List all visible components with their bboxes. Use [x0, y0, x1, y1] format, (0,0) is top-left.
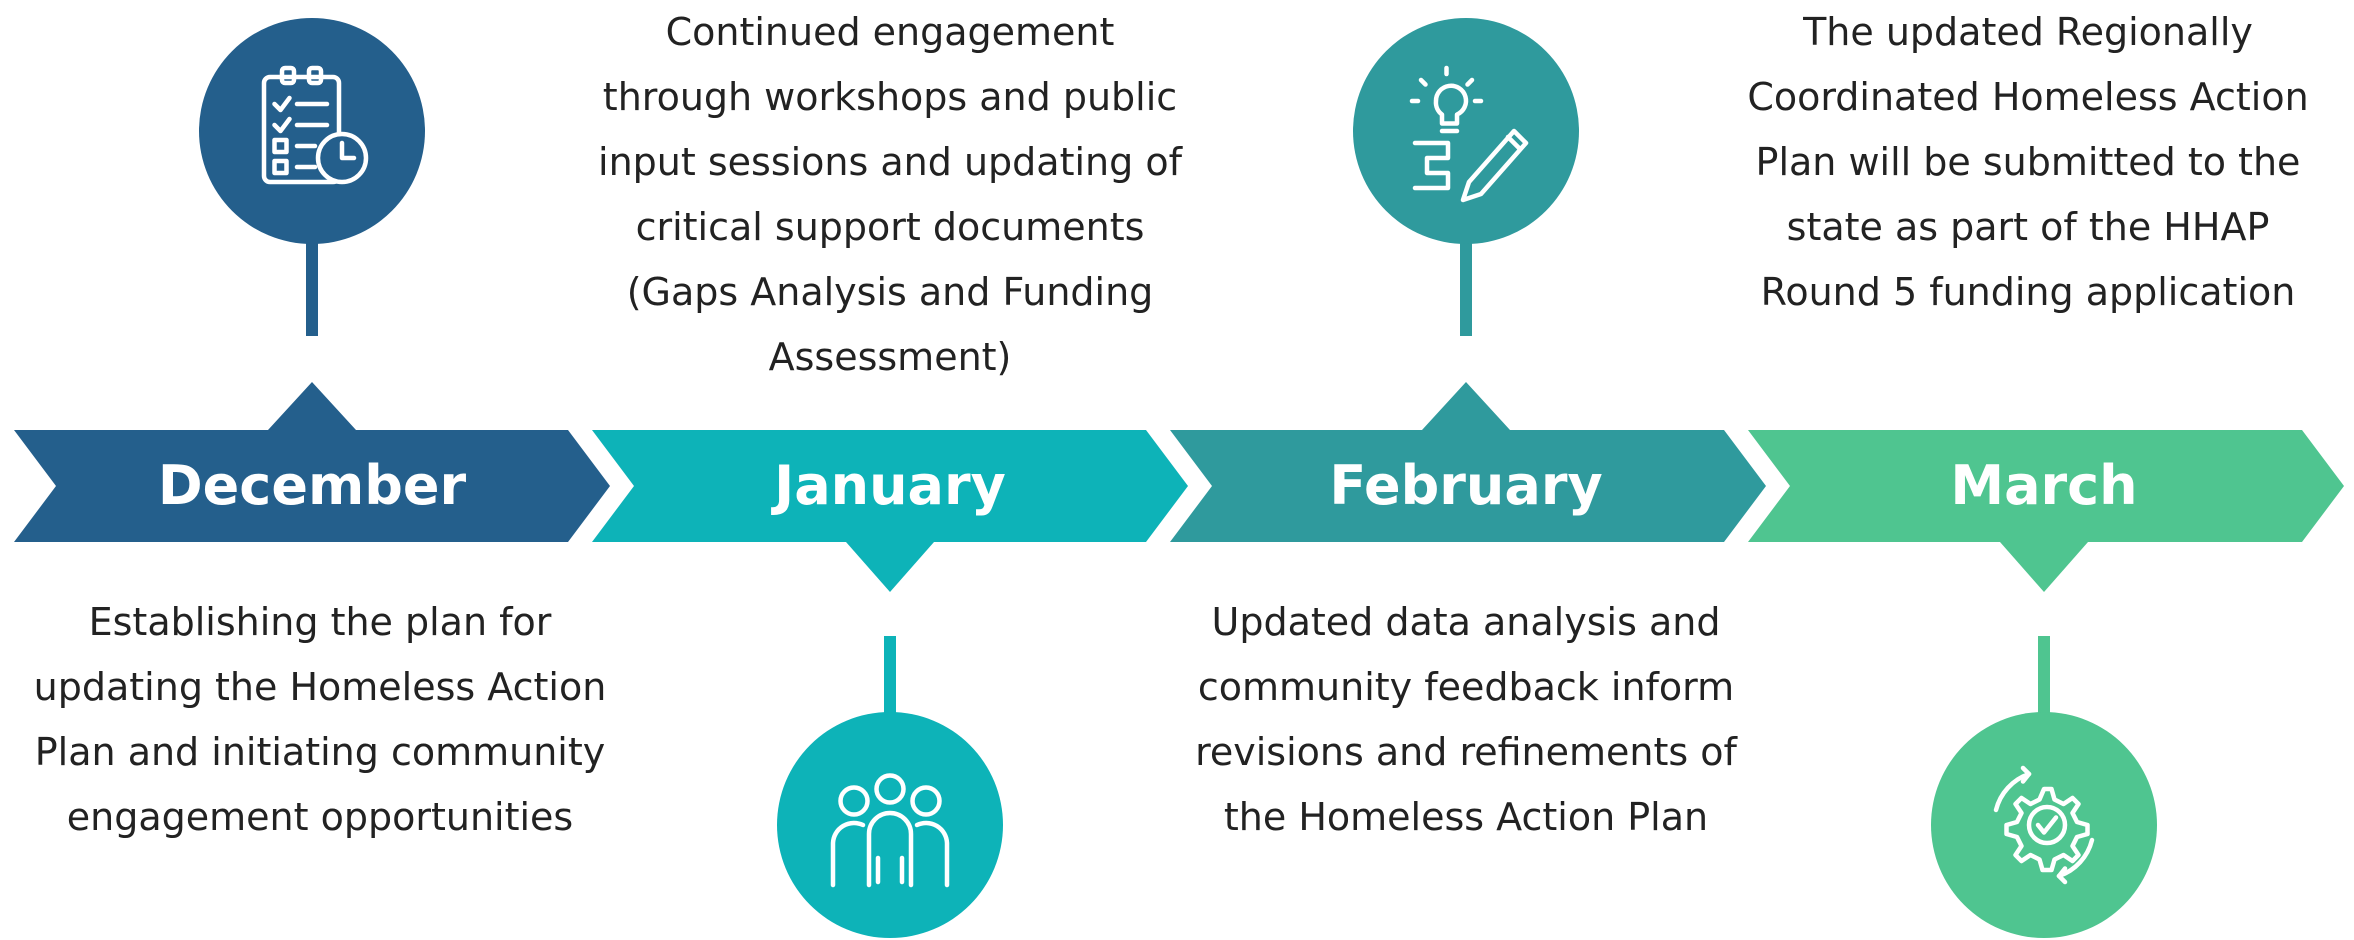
description-february: Updated data analysis and community feed…	[1195, 600, 1737, 839]
checklist-clock-icon	[199, 18, 425, 244]
notch-january	[846, 542, 934, 592]
month-label-march: March	[1950, 453, 2138, 517]
people-group-icon	[777, 712, 1003, 938]
notch-february	[1422, 382, 1510, 430]
stem-january	[884, 636, 896, 714]
notch-march	[2000, 542, 2088, 592]
month-label-february: February	[1329, 453, 1603, 517]
lightbulb-pencil-icon	[1353, 18, 1579, 244]
stem-december	[306, 236, 318, 336]
chevron-january	[592, 430, 1188, 542]
stem-march	[2038, 636, 2050, 714]
notch-december	[268, 382, 356, 430]
chevron-december	[14, 430, 610, 542]
month-label-december: December	[157, 453, 467, 517]
description-december: Establishing the plan for updating the H…	[33, 600, 607, 839]
month-label-january: January	[774, 453, 1006, 517]
description-march: The updated Regionally Coordinated Homel…	[1747, 10, 2309, 314]
gear-check-icon	[1931, 712, 2157, 938]
chevron-february	[1170, 430, 1766, 542]
stem-february	[1460, 236, 1472, 336]
description-january: Continued engagement through workshops a…	[598, 10, 1182, 379]
chevron-march	[1748, 430, 2344, 542]
